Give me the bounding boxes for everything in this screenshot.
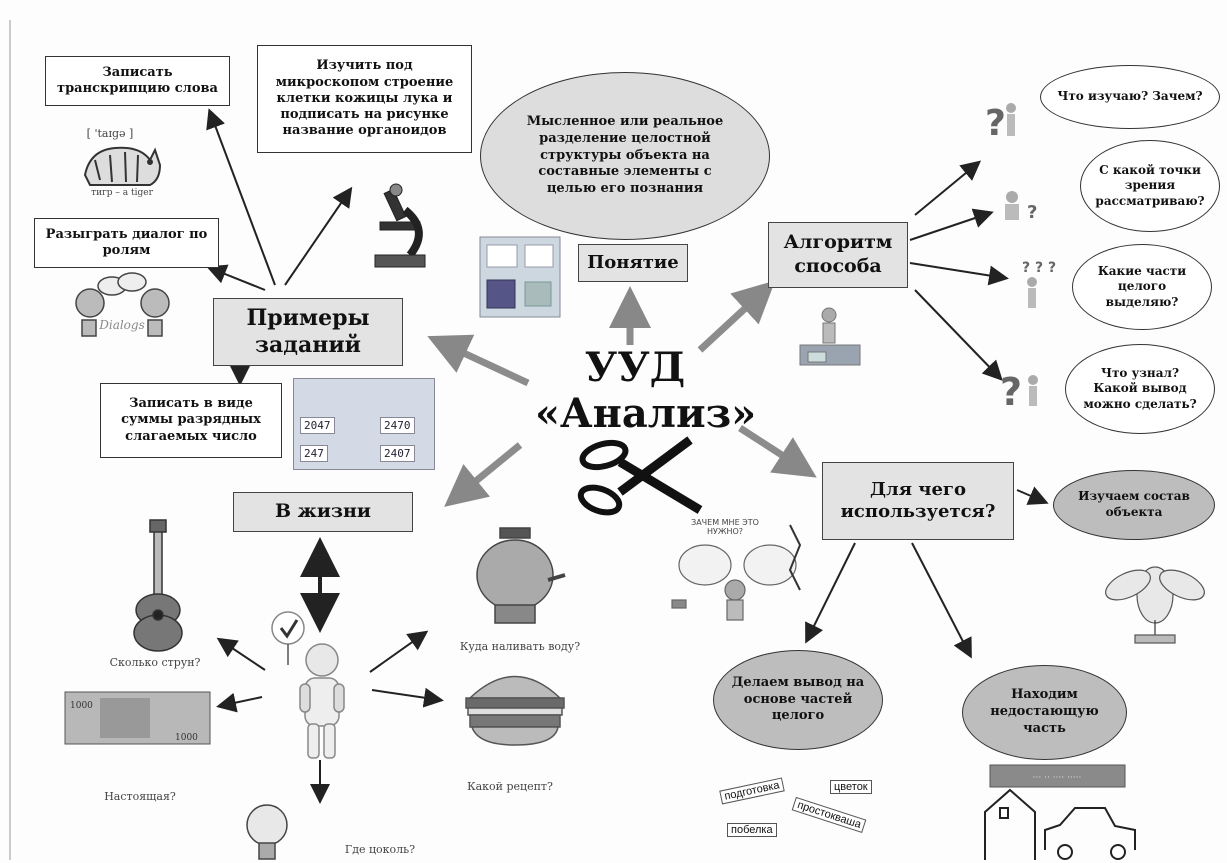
arrow-examples-to-transcription (206, 108, 276, 286)
math-exercise-card: 2047 2470 247 2407 (293, 378, 435, 470)
question-water: Куда наливать воду? (459, 640, 581, 653)
word-tsvetok: цветок (830, 780, 872, 794)
concept-definition: Мысленное или реальное разделение целост… (480, 72, 770, 240)
question-real: Настоящая? (104, 790, 176, 803)
arrow-center-to-examples (427, 334, 530, 387)
question-figure-icon: ? ? ? ? ? ? (985, 103, 1056, 414)
center-title: УУД «Анализ» (535, 344, 757, 437)
arrow-algo-step2 (909, 208, 994, 241)
flower-diagram-icon (1105, 566, 1205, 644)
books-screen-icon (479, 236, 561, 318)
question-strings: Сколько струн? (109, 656, 201, 669)
arrow-man-to-burger (371, 687, 444, 708)
task-transcription: Записать транскрипцию слова (45, 56, 230, 106)
missing-part-banner (989, 764, 1126, 788)
math-number-4: 2407 (380, 445, 415, 462)
task-dialog: Разыграть диалог по ролям (34, 218, 219, 268)
light-bulb-icon (246, 804, 288, 860)
scissors-icon (577, 436, 703, 516)
why-bubble-title: ЗАЧЕМ МНЕ ЭТО НУЖНО? (691, 518, 759, 536)
arrow-man-to-money (216, 692, 263, 713)
arrow-man-to-samovar (369, 630, 429, 673)
house-car-icon (984, 788, 1136, 860)
svg-text:?: ? (1000, 370, 1022, 414)
algorithm-label: Алгоритм способа (768, 222, 908, 288)
usage-label: Для чего используется? (822, 462, 1014, 540)
life-label: В жизни (233, 492, 413, 532)
arrow-center-to-usage (738, 425, 817, 478)
burger-icon (465, 675, 565, 746)
svg-text:1000: 1000 (175, 733, 198, 743)
arrow-usage-to-missing (911, 542, 972, 659)
usage-item-missing: Находим недостающую часть (962, 665, 1127, 760)
task-number: Записать в виде суммы разрядных слагаемы… (100, 383, 282, 458)
usage-item-conclusion: Делаем вывод на основе частей целого (713, 650, 883, 750)
tiger-caption: тигр – a tiger (91, 188, 153, 198)
guitar-icon (133, 519, 183, 652)
algorithm-step-2: С какой точки зрения рассматриваю? (1080, 140, 1220, 232)
algorithm-step-3: Какие части целого выделяю? (1072, 244, 1212, 330)
samovar-icon (476, 527, 566, 624)
question-recipe: Какой рецепт? (467, 780, 553, 793)
thinking-man-icon (271, 611, 345, 759)
math-number-2: 2470 (380, 417, 415, 434)
svg-text:?: ? (1027, 202, 1037, 223)
word-pobelka: побелка (727, 823, 777, 837)
svg-text:1000: 1000 (70, 701, 93, 711)
math-number-3: 247 (300, 445, 328, 462)
question-socket: Где цоколь? (344, 843, 416, 856)
concept-label: Понятие (578, 244, 688, 282)
puzzle-man-icon (799, 307, 861, 366)
svg-text:? ? ?: ? ? ? (1022, 260, 1056, 276)
banknote-icon: 1000 1000 (64, 691, 211, 745)
why-child-icon (671, 524, 802, 621)
tiger-icon (83, 146, 162, 186)
examples-label: Примеры заданий (213, 298, 403, 366)
arrow-man-to-guitar (216, 637, 266, 671)
arrow-algo-step3 (909, 262, 1009, 286)
task-microscope: Изучить под микроскопом строение клетки … (257, 45, 472, 153)
arrow-algo-step1 (914, 160, 982, 216)
arrow-center-to-algorithm (697, 280, 776, 353)
arrow-usage-to-conclusion (805, 542, 856, 644)
transcription-text: [ 'taɪgə ] (86, 127, 134, 140)
usage-item-composition: Изучаем состав объекта (1053, 470, 1215, 540)
dialog-word: Dialogs (99, 318, 145, 332)
arrow-examples-to-dialog (206, 264, 266, 291)
center-title-line2: «Анализ» (535, 390, 757, 437)
missing-part-banner-text: ··· ·· ···· ····· (1033, 773, 1082, 783)
center-title-line1: УУД (584, 344, 686, 391)
arrow-examples-to-microscope (284, 186, 353, 286)
dialog-people-icon (75, 272, 170, 337)
algorithm-step-1: Что изучаю? Зачем? (1040, 65, 1220, 129)
svg-text:?: ? (985, 103, 1006, 144)
math-number-1: 2047 (300, 417, 335, 434)
microscope-icon (374, 183, 426, 268)
algorithm-step-4: Что узнал? Какой вывод можно сделать? (1065, 344, 1215, 434)
arrow-usage-to-composition (1016, 486, 1049, 505)
arrow-center-to-life (444, 442, 523, 507)
arrow-algo-step4 (914, 289, 1003, 381)
